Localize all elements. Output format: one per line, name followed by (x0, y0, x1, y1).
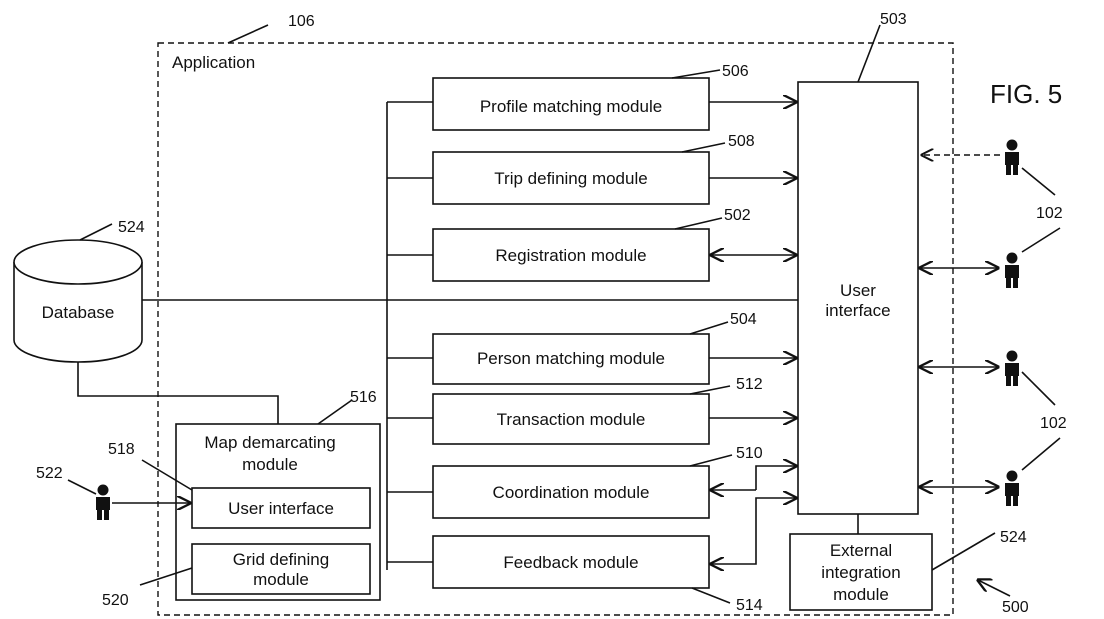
figure-label: FIG. 5 (990, 79, 1062, 109)
grid-defining-ref: 520 (102, 592, 129, 609)
feedback-ref: 514 (736, 597, 763, 614)
transaction-ref-leader (689, 385, 731, 395)
map-user-interface-ref-leader (141, 459, 193, 491)
profile-matching-ref-leader (671, 69, 721, 79)
person-matching-ref-leader (689, 321, 729, 335)
user-person-icon-2 (1005, 252, 1019, 288)
external-integration-module: External integration module (789, 533, 933, 611)
coordination-ref-leader (689, 454, 733, 467)
user-interface-line1: User (840, 281, 876, 300)
user-interface-ref-leader (857, 24, 881, 83)
application-label: Application (172, 53, 255, 72)
arrow-coordination-to-ui (755, 466, 796, 490)
users-top-leader-2 (1021, 227, 1061, 253)
external-integration-ref: 524 (1000, 529, 1027, 546)
registration-label: Registration module (495, 246, 646, 265)
application-ref-leader (227, 24, 269, 44)
map-user-interface-ref: 518 (108, 441, 135, 458)
arrow-feedback-ui (711, 498, 796, 564)
feedback-module: Feedback module (432, 535, 710, 589)
map-user-ref: 522 (36, 465, 63, 482)
trip-defining-ref: 508 (728, 133, 755, 150)
users-top-ref: 102 (1036, 205, 1063, 222)
transaction-ref: 512 (736, 376, 763, 393)
database-map-line (77, 362, 279, 424)
coordination-ref: 510 (736, 445, 763, 462)
feedback-label: Feedback module (503, 553, 638, 572)
user-person-icon-4 (1005, 470, 1019, 506)
users-bottom-leader-2 (1021, 437, 1061, 471)
database: Database (13, 239, 143, 363)
map-demarcating-line2: module (242, 455, 298, 474)
profile-matching-ref: 506 (722, 63, 749, 80)
user-person-icon-3 (1005, 350, 1019, 386)
external-integration-ref-leader (931, 532, 996, 571)
registration-module: Registration module (432, 228, 710, 282)
grid-defining-ref-leader (139, 567, 193, 586)
database-ref: 524 (118, 219, 145, 236)
application-boundary (157, 42, 954, 616)
profile-matching-module: Profile matching module (432, 77, 710, 131)
external-integration-line3: module (833, 585, 889, 604)
coordination-label: Coordination module (493, 483, 650, 502)
trip-defining-label: Trip defining module (494, 169, 647, 188)
map-demarcating-ref: 516 (350, 389, 377, 406)
user-interface-ref: 503 (880, 11, 907, 28)
transaction-module: Transaction module (432, 393, 710, 445)
map-demarcating-ref-leader (317, 399, 353, 425)
user-person-icon-1 (1005, 139, 1019, 175)
transaction-label: Transaction module (497, 410, 646, 429)
trip-defining-ref-leader (681, 142, 726, 153)
person-matching-ref: 504 (730, 311, 757, 328)
application-ref: 106 (288, 13, 315, 30)
profile-matching-label: Profile matching module (480, 97, 662, 116)
map-user-interface-box: User interface (191, 487, 371, 529)
user-interface-line2: interface (825, 301, 890, 320)
system-ref-arrow (978, 580, 1011, 597)
coordination-module: Coordination module (432, 465, 710, 519)
users-bottom-ref: 102 (1040, 415, 1067, 432)
users-top-leader-1 (1021, 167, 1056, 196)
user-interface-main: User interface (797, 81, 919, 515)
registration-ref: 502 (724, 207, 751, 224)
trip-defining-module: Trip defining module (432, 151, 710, 205)
map-user-person-icon (96, 484, 110, 520)
map-user-interface-label: User interface (228, 499, 334, 518)
grid-defining-line2: module (253, 570, 309, 589)
external-integration-line2: integration (821, 563, 900, 582)
system-ref: 500 (1002, 599, 1029, 616)
grid-defining-module: Grid defining module (191, 543, 371, 595)
users-bottom-leader-1 (1021, 371, 1056, 406)
registration-ref-leader (674, 217, 723, 230)
person-matching-label: Person matching module (477, 349, 665, 368)
database-label: Database (42, 303, 115, 322)
map-user-ref-leader (67, 479, 97, 495)
external-integration-line1: External (830, 541, 892, 560)
grid-defining-line1: Grid defining (233, 550, 329, 569)
person-matching-module: Person matching module (432, 333, 710, 385)
database-ref-leader (79, 223, 113, 241)
map-demarcating-line1: Map demarcating (204, 433, 335, 452)
feedback-ref-leader (691, 587, 731, 604)
